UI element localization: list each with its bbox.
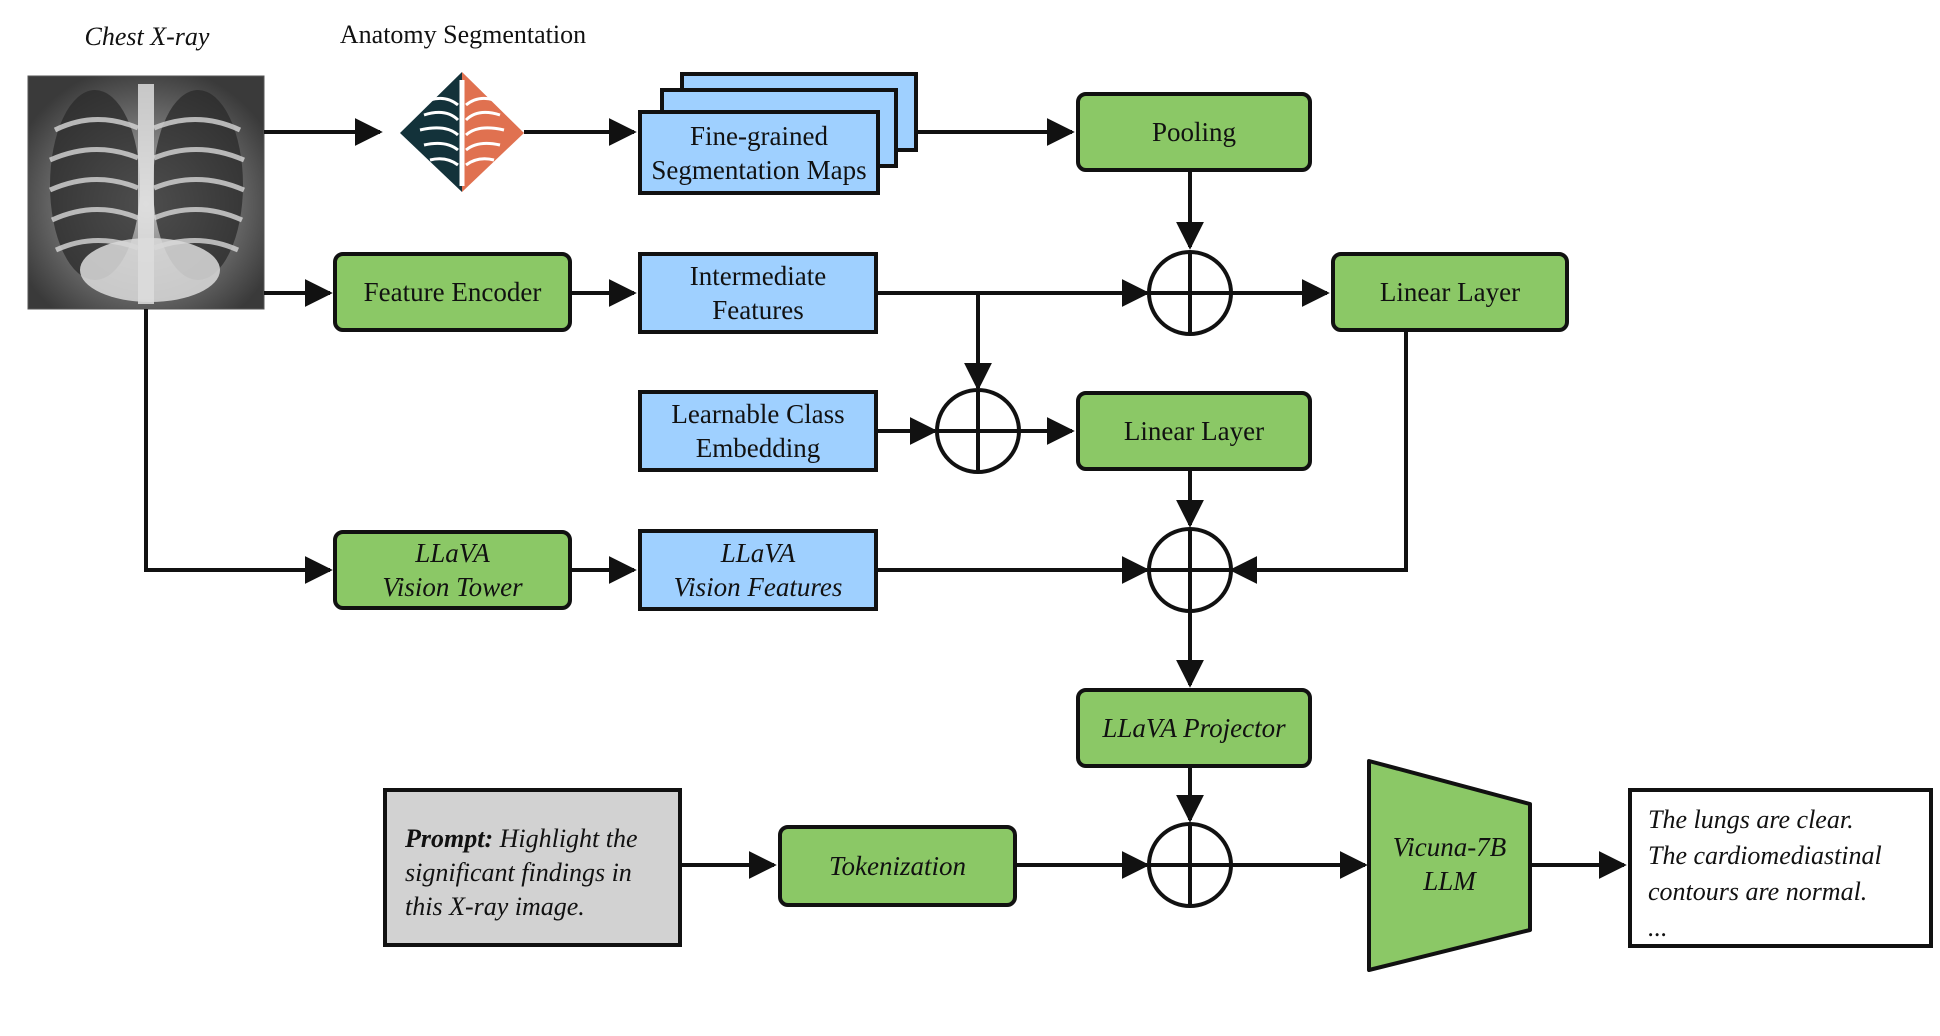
feature-encoder-box: Feature Encoder (333, 252, 572, 332)
report-line-2: The cardiomediastinal (1648, 841, 1882, 870)
segmentation-maps-line-2: Segmentation Maps (651, 154, 867, 185)
sum-operator-top (1147, 250, 1233, 336)
vicuna-llm-line-1: Vicuna-7B (1392, 832, 1507, 862)
llava-vision-tower-line-1: LLaVA (415, 538, 490, 568)
prompt-label: Prompt: (405, 824, 494, 853)
sum-operator-llm-input (1147, 822, 1233, 908)
llava-vision-tower-box: LLaVA Vision Tower (333, 530, 572, 610)
anatomy-segmentation-caption: Anatomy Segmentation (339, 20, 587, 49)
vicuna-llm-line-2: LLM (1423, 866, 1476, 896)
llava-projector-label: LLaVA Projector (1102, 713, 1286, 743)
intermediate-features-box: Intermediate Features (638, 252, 878, 334)
segmentation-maps-line-1: Fine-grained (690, 120, 828, 151)
connectors (144, 118, 1627, 879)
pooling-box: Pooling (1076, 92, 1312, 172)
segmentation-maps-box: Fine-grained Segmentation Maps (638, 110, 880, 195)
llava-projector-box: LLaVA Projector (1076, 688, 1312, 768)
prompt-box: Prompt: Highlight the significant findin… (383, 788, 682, 947)
learnable-class-embedding-box: Learnable Class Embedding (638, 390, 878, 472)
report-line-1: The lungs are clear. (1648, 805, 1854, 834)
report-line-4: ... (1648, 913, 1668, 942)
generated-report-box: The lungs are clear. The cardiomediastin… (1628, 788, 1933, 948)
linear-layer-top-box: Linear Layer (1331, 252, 1569, 332)
prompt-text: Highlight the significant findings in th… (405, 824, 638, 921)
anatomy-segmentation-icon (400, 72, 524, 192)
sum-operator-middle (935, 388, 1021, 474)
pooling-label: Pooling (1151, 117, 1237, 147)
intermediate-features-line-1: Intermediate (689, 261, 827, 291)
llava-vision-features-box: LLaVA Vision Features (638, 529, 878, 611)
tokenization-label: Tokenization (828, 851, 967, 881)
tokenization-box: Tokenization (778, 825, 1017, 907)
report-line-3: contours are normal. (1648, 877, 1868, 906)
linear-layer-mid-label: Linear Layer (1123, 416, 1265, 446)
chest-xray-caption: Chest X-ray (84, 22, 210, 51)
feature-encoder-label: Feature Encoder (363, 277, 542, 307)
chest-xray-image (27, 75, 265, 310)
linear-layer-top-label: Linear Layer (1379, 277, 1521, 307)
learnable-class-embedding-line-1: Learnable Class (671, 399, 845, 429)
sum-operator-vision (1147, 527, 1233, 613)
llava-vision-tower-line-2: Vision Tower (382, 572, 523, 602)
linear-layer-mid-box: Linear Layer (1076, 391, 1312, 471)
vicuna-llm-label: Vicuna-7B LLM (1369, 830, 1530, 898)
llava-vision-features-line-2: Vision Features (673, 572, 843, 602)
vicuna-llm-block (1367, 759, 1532, 972)
intermediate-features-line-2: Features (712, 295, 804, 325)
llava-vision-features-line-1: LLaVA (720, 538, 796, 568)
learnable-class-embedding-line-2: Embedding (695, 433, 821, 463)
